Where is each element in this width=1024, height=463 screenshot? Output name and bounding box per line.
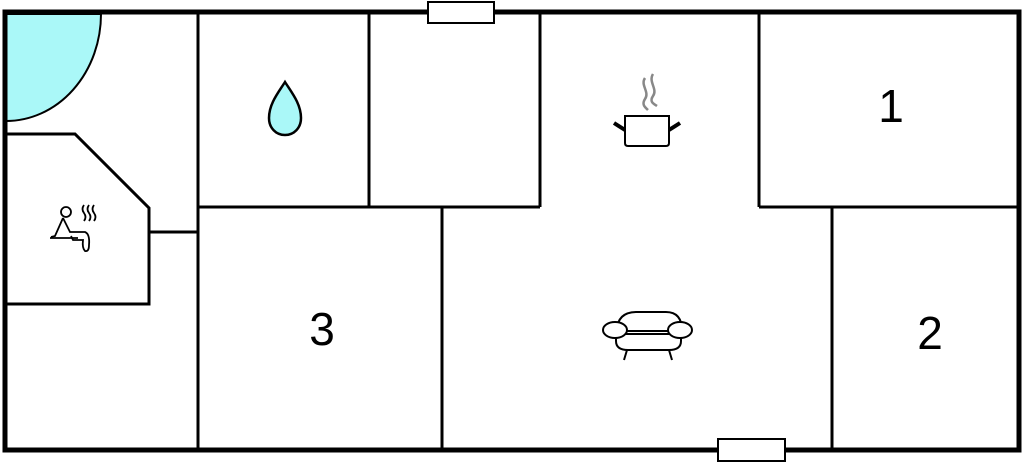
- room-label-3: 3: [309, 303, 335, 355]
- window-top: [427, 1, 495, 24]
- water-drop-icon: [267, 79, 303, 137]
- hot-tub-icon: [5, 13, 103, 123]
- sauna-icon: [50, 204, 97, 253]
- cooking-pot-icon: [612, 73, 682, 147]
- interior-walls: [5, 12, 1019, 450]
- outer-wall: [2, 9, 1022, 453]
- window-bottom: [717, 438, 786, 462]
- room-label-1: 1: [878, 80, 904, 132]
- room-label-2: 2: [917, 307, 943, 359]
- sofa-icon: [602, 311, 693, 361]
